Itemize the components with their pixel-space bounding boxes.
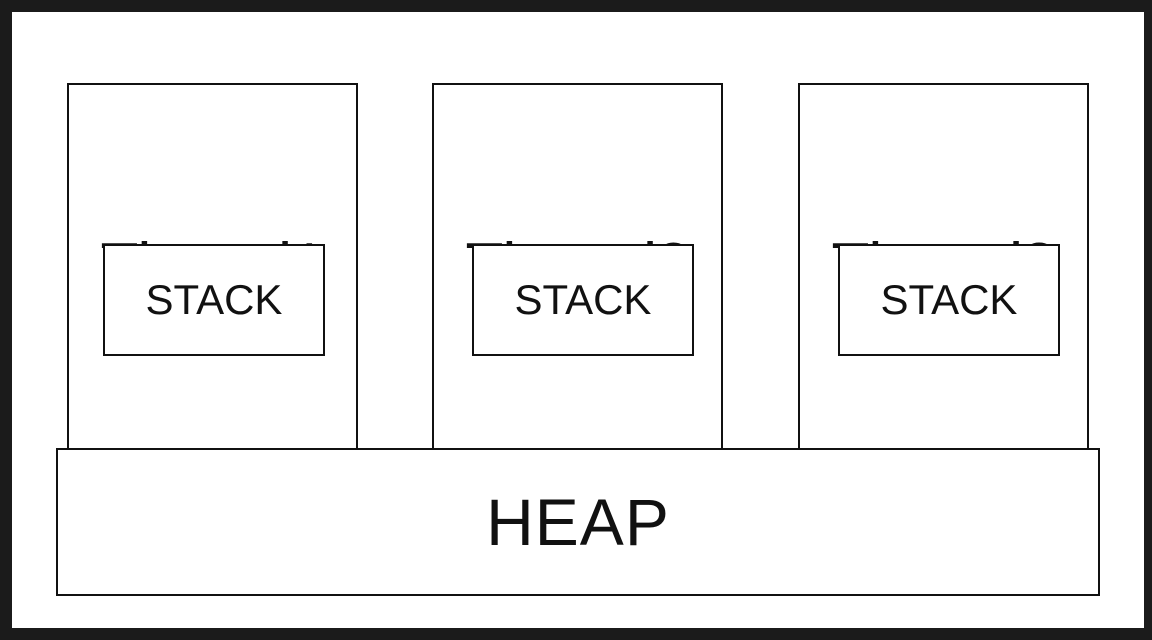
heap-box: HEAP bbox=[56, 448, 1100, 596]
diagram-canvas: Thread1 Thread2 Thread3 STACK STACK STAC… bbox=[12, 12, 1144, 628]
stack-box-3: STACK bbox=[838, 244, 1060, 356]
stack-label-2: STACK bbox=[514, 276, 652, 323]
stack-label-1: STACK bbox=[145, 276, 283, 323]
stack-label-3: STACK bbox=[880, 276, 1018, 323]
heap-label: HEAP bbox=[486, 485, 670, 559]
stack-box-2: STACK bbox=[472, 244, 694, 356]
stack-box-1: STACK bbox=[103, 244, 325, 356]
